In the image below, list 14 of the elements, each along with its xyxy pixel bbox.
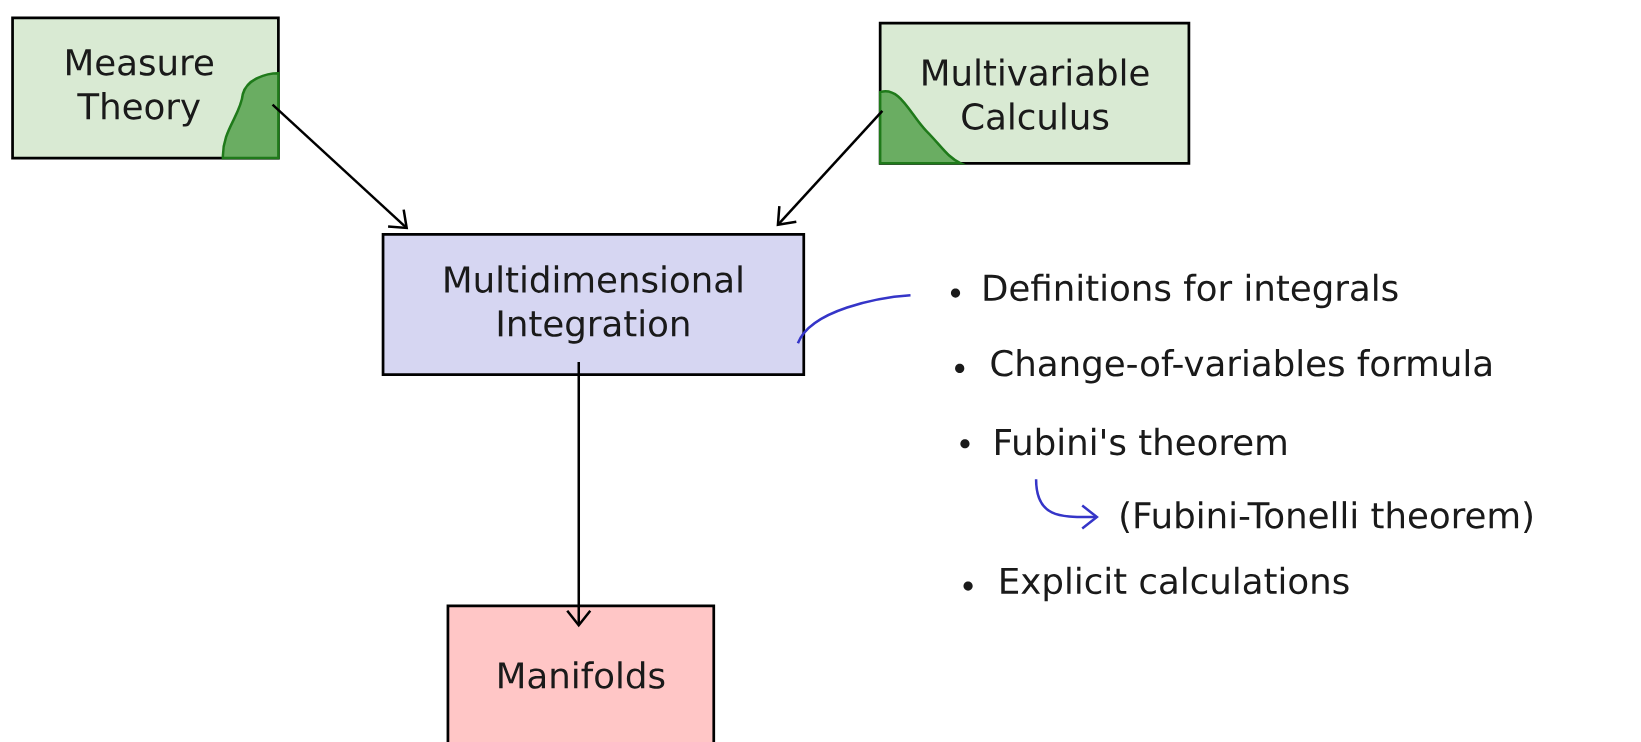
arrow xyxy=(1034,479,1099,530)
arrow xyxy=(566,361,592,628)
topic-box: Multidimensional Integration xyxy=(381,233,806,377)
list-item: Change-of-variables formula xyxy=(991,349,1491,384)
list-item: Explicit calculations xyxy=(1001,566,1349,602)
arrow xyxy=(776,110,884,227)
topic-box: Measure Theory xyxy=(11,16,280,160)
list-item: Definitions for integrals xyxy=(984,273,1398,309)
arrow xyxy=(271,103,409,230)
list-item: Fubini's theorem xyxy=(996,427,1286,456)
list-item: (Fubini-Tonelli theorem) xyxy=(1121,501,1532,533)
leader-line xyxy=(796,293,911,344)
topic-box: Multivariable Calculus xyxy=(878,21,1191,165)
topic-box: Manifolds xyxy=(446,604,716,742)
